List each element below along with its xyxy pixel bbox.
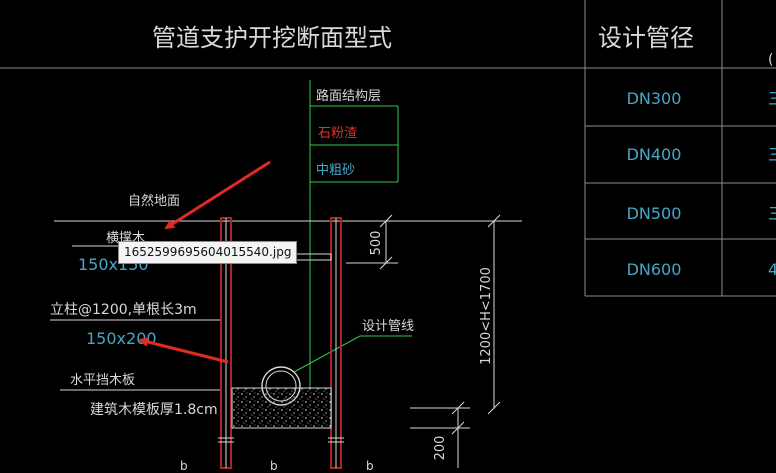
annotation-arrow-post <box>138 337 229 364</box>
post-label: 立柱@1200,单根长3m <box>50 302 197 318</box>
gravel-bedding <box>231 387 332 429</box>
horizontal-board-label: 水平挡木板 <box>70 373 135 388</box>
row-dn600-edge: 4 <box>768 260 776 279</box>
annotation-arrow-waling <box>164 160 271 230</box>
road-structure-layer-label: 路面结构层 <box>316 88 381 104</box>
dimension-depth-range: 1200<H<1700 <box>479 267 494 365</box>
pipe-diameter-header: 设计管径 <box>598 24 694 52</box>
bottom-mid-mark: b <box>270 459 278 473</box>
row-dn500-edge: 三 <box>768 204 776 223</box>
medium-sand-label: 中粗砂 <box>316 163 355 178</box>
trench-support <box>218 217 344 469</box>
row-dn300-label: DN300 <box>627 89 682 108</box>
board-thickness-label: 建筑木模板厚1.8cm <box>90 402 218 418</box>
drawing-title: 管道支护开挖断面型式 <box>152 24 392 52</box>
header-edge-char: ( <box>768 52 773 68</box>
stone-powder-label: 石粉渣 <box>318 126 357 141</box>
layer-leader-lines <box>293 80 412 400</box>
natural-ground-label: 自然地面 <box>128 193 180 209</box>
row-dn300-edge: 三 <box>768 89 776 108</box>
bottom-right-mark: b <box>366 459 374 473</box>
pipe-cross-section <box>261 366 301 406</box>
dimension-200: 200 <box>433 436 448 461</box>
row-dn500-label: DN500 <box>627 204 682 223</box>
dimension-lines <box>346 214 501 468</box>
dimension-500: 500 <box>369 231 384 256</box>
row-dn400-label: DN400 <box>627 145 682 164</box>
row-dn400-edge: 三 <box>768 145 776 164</box>
bottom-left-mark: b <box>180 459 188 473</box>
table-frame <box>0 0 776 297</box>
post-size-label: 150x200 <box>86 329 157 348</box>
row-dn600-label: DN600 <box>627 260 682 279</box>
filename-tooltip: 1652599695604015540.jpg <box>118 241 298 264</box>
design-pipeline-label: 设计管线 <box>362 319 414 334</box>
